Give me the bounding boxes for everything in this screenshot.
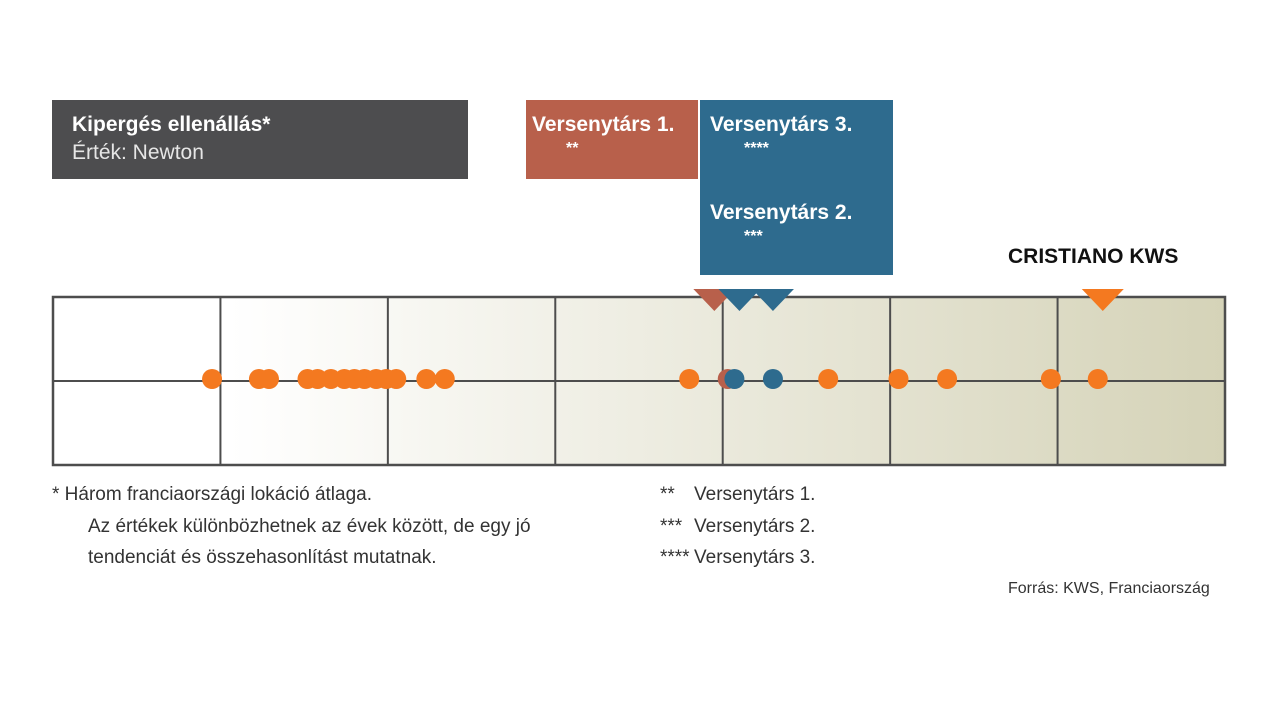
- legend-mark: ****: [660, 547, 690, 568]
- legend-item-1: ** Versenytárs 1.: [660, 483, 815, 507]
- chart-title-box: Kipergés ellenállás* Érték: Newton: [52, 100, 468, 179]
- competitor-2-stars: ***: [744, 228, 763, 245]
- legend-label: Versenytárs 1.: [694, 484, 816, 505]
- plot-border: [51, 295, 1227, 467]
- footnote-line-3: tendenciát és összehasonlítást mutatnak.: [88, 547, 437, 568]
- competitor-1-stars: **: [566, 140, 579, 157]
- competitor-1-box: Versenytárs 1. **: [526, 100, 698, 179]
- data-point: [762, 369, 783, 389]
- cristiano-kws-label: CRISTIANO KWS: [1008, 245, 1179, 268]
- competitor-3-stars: ****: [744, 140, 769, 157]
- data-point: [818, 369, 839, 389]
- legend-label: Versenytárs 2.: [694, 516, 816, 537]
- marker-triangle: [718, 289, 761, 311]
- competitor-3-name: Versenytárs 3.: [710, 113, 853, 136]
- data-point: [258, 369, 279, 389]
- data-point: [937, 369, 958, 389]
- data-point: [888, 369, 909, 389]
- competitor-3-2-box: Versenytárs 3. **** Versenytárs 2. ***: [700, 100, 893, 275]
- legend-item-2: *** Versenytárs 2.: [660, 515, 815, 539]
- data-point: [202, 369, 223, 389]
- data-point: [416, 369, 437, 389]
- data-point: [386, 369, 407, 389]
- competitor-2-name: Versenytárs 2.: [710, 201, 853, 224]
- data-point: [1040, 369, 1061, 389]
- data-point: [434, 369, 455, 389]
- legend-mark: **: [660, 484, 675, 505]
- legend-mark: ***: [660, 516, 683, 537]
- footnote-line-2: Az értékek különbözhetnek az évek között…: [88, 516, 531, 537]
- legend-label: Versenytárs 3.: [694, 547, 816, 568]
- competitor-1-name: Versenytárs 1.: [532, 113, 675, 136]
- data-point: [724, 369, 745, 389]
- legend-item-3: ****Versenytárs 3.: [660, 546, 815, 570]
- footnote-line-1: * Három franciaországi lokáció átlaga.: [52, 484, 372, 505]
- data-point: [679, 369, 700, 389]
- source-note: Forrás: KWS, Franciaország: [1008, 580, 1210, 597]
- chart-subtitle: Érték: Newton: [72, 141, 204, 164]
- data-point: [1087, 369, 1108, 389]
- marker-triangle: [751, 289, 794, 311]
- chart-title: Kipergés ellenállás*: [72, 113, 271, 136]
- marker-triangle: [1081, 289, 1124, 311]
